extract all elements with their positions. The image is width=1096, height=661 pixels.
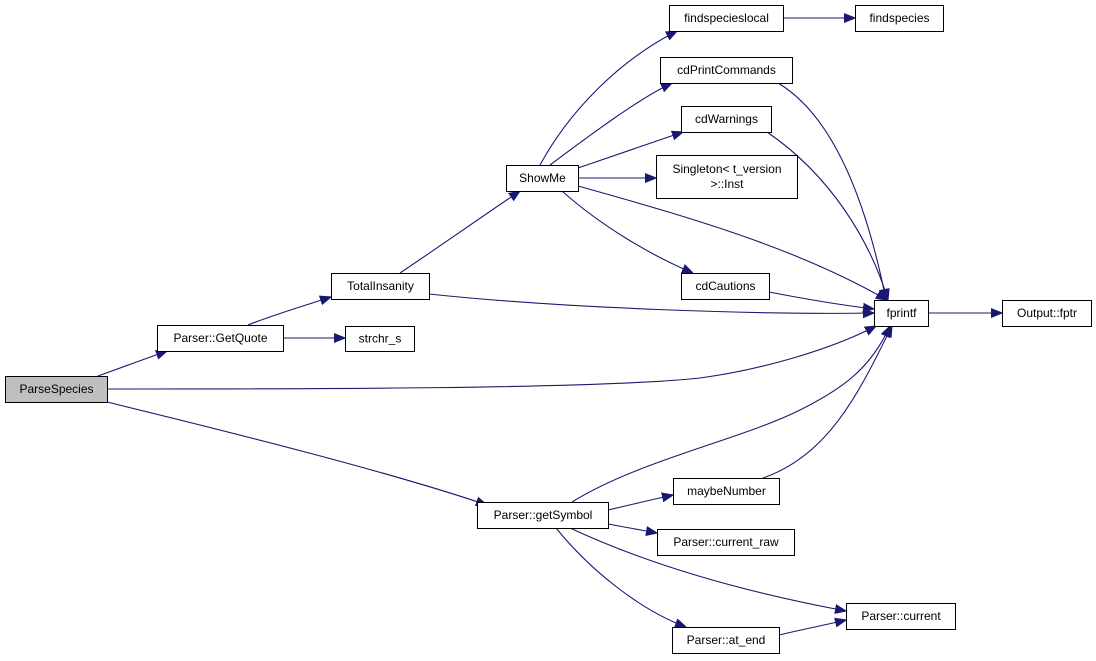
node-box [656, 155, 798, 199]
node-label: >::Inst [710, 177, 744, 191]
node-box [657, 529, 795, 556]
edge-parsespecies-to-parser-getsymbol [106, 401, 487, 505]
edge-totalinsanity-to-fprintf [428, 293, 874, 313]
edge-parser-getsymbol-to-maybenumber [607, 495, 673, 511]
node-label: fprintf [886, 306, 917, 320]
node-cdcautions[interactable]: cdCautions [681, 273, 770, 300]
node-label: findspecieslocal [684, 11, 769, 25]
edge-cdwarnings-to-fprintf [766, 131, 888, 300]
node-label: ParseSpecies [19, 382, 93, 396]
node-box [477, 502, 609, 529]
node-strchr-s[interactable]: strchr_s [345, 326, 415, 352]
node-box [5, 376, 108, 403]
node-parsespecies[interactable]: ParseSpecies [5, 376, 108, 403]
node-box [331, 273, 430, 300]
node-label: findspecies [869, 11, 929, 25]
edge-parser-at-end-to-parser-current [778, 620, 846, 636]
node-parser-getsymbol[interactable]: Parser::getSymbol [477, 502, 609, 529]
edge-parsespecies-to-fprintf [106, 326, 876, 390]
node-box [846, 603, 956, 630]
node-box [669, 5, 784, 32]
node-output-fptr[interactable]: Output::fptr [1002, 300, 1092, 327]
node-parser-current[interactable]: Parser::current [846, 603, 956, 630]
edge-cdprintcommands-to-fprintf [777, 82, 886, 300]
edge-parsespecies-to-parser-getquote [97, 351, 167, 377]
node-box [660, 57, 793, 84]
node-box [157, 325, 284, 352]
node-box [855, 5, 944, 32]
node-label: strchr_s [359, 332, 402, 346]
node-label: Parser::current [861, 609, 941, 623]
node-cdwarnings[interactable]: cdWarnings [681, 106, 772, 133]
node-label: maybeNumber [687, 484, 766, 498]
node-label: Parser::GetQuote [173, 331, 267, 345]
node-parser-current-raw[interactable]: Parser::current_raw [657, 529, 795, 556]
edge-showme-to-fprintf [577, 185, 887, 300]
node-box [1002, 300, 1092, 327]
node-box [673, 478, 780, 505]
edge-showme-to-cdprintcommands [549, 83, 672, 166]
edges-layer [97, 18, 1002, 636]
nodes-layer: ParseSpecies Parser::GetQuote TotalInsanit… [5, 5, 1092, 654]
node-showme[interactable]: ShowMe [506, 165, 579, 192]
edge-parser-getsymbol-to-fprintf [571, 326, 890, 503]
node-fprintf[interactable]: fprintf [874, 300, 929, 327]
edge-parser-getsymbol-to-parser-current-raw [607, 523, 657, 533]
node-findspecies[interactable]: findspecies [855, 5, 944, 32]
node-label: Parser::at_end [687, 633, 766, 647]
node-totalinsanity[interactable]: TotalInsanity [331, 273, 430, 300]
node-box [672, 627, 780, 654]
node-box [345, 326, 415, 352]
edge-showme-to-findspecieslocal [539, 31, 677, 166]
node-maybenumber[interactable]: maybeNumber [673, 478, 780, 505]
node-box [874, 300, 929, 327]
edge-totalinsanity-to-showme [399, 191, 520, 274]
edge-maybenumber-to-fprintf [762, 326, 892, 479]
node-box [681, 273, 770, 300]
edge-showme-to-cdwarnings [577, 132, 683, 169]
edge-showme-to-cdcautions [561, 190, 693, 273]
node-cdprintcommands[interactable]: cdPrintCommands [660, 57, 793, 84]
node-parser-at-end[interactable]: Parser::at_end [672, 627, 780, 654]
node-parser-getquote[interactable]: Parser::GetQuote [157, 325, 284, 352]
node-label: Singleton< t_version [672, 162, 781, 176]
node-box [506, 165, 579, 192]
node-label: TotalInsanity [347, 279, 414, 293]
node-findspecieslocal[interactable]: findspecieslocal [669, 5, 784, 32]
node-label: cdPrintCommands [677, 63, 776, 77]
node-label: Output::fptr [1017, 306, 1077, 320]
node-singleton-t-version-inst[interactable]: Singleton< t_version>::Inst [656, 155, 798, 199]
node-label: Parser::current_raw [673, 535, 779, 549]
node-box [681, 106, 772, 133]
edge-cdcautions-to-fprintf [768, 291, 874, 309]
node-label: Parser::getSymbol [494, 508, 593, 522]
edge-parser-getquote-to-totalinsanity [247, 297, 331, 326]
node-label: cdCautions [695, 279, 755, 293]
edge-parser-getsymbol-to-parser-current [569, 527, 846, 611]
edge-parser-getsymbol-to-parser-at-end [555, 527, 686, 627]
node-label: cdWarnings [695, 112, 758, 126]
node-label: ShowMe [519, 171, 566, 185]
